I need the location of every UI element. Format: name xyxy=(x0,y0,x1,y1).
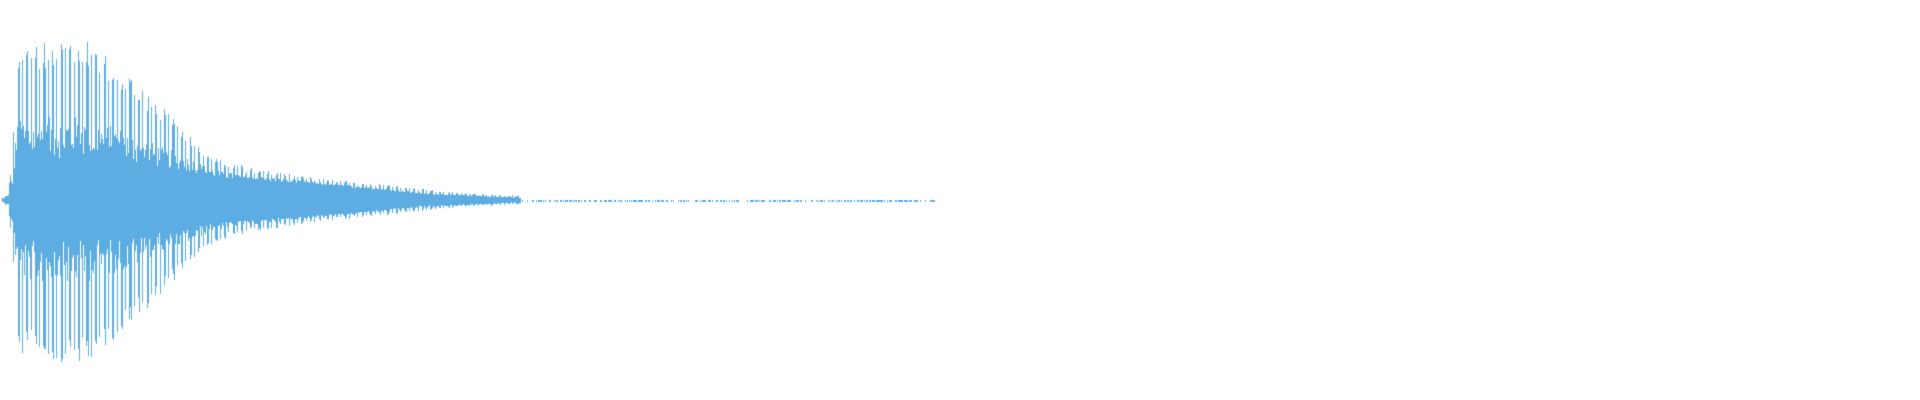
waveform-canvas[interactable] xyxy=(0,0,1920,400)
audio-waveform[interactable] xyxy=(0,0,1920,400)
